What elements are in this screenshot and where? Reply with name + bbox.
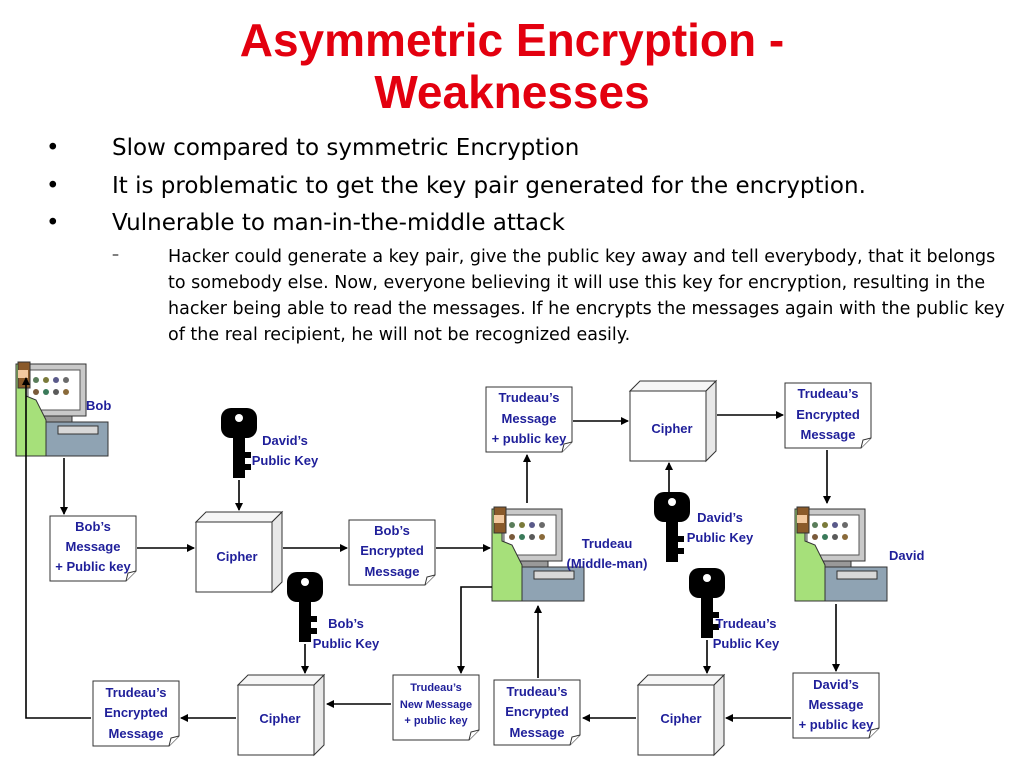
david-computer-icon <box>794 506 888 602</box>
doc-trudeau-new-message-line-2: New Message <box>400 699 472 711</box>
doc-trudeau-encrypted-top-line-2: Encrypted <box>796 407 860 422</box>
doc-trudeau-message-line-2: Message <box>502 411 557 426</box>
key-label-trudeaus-2: Public Key <box>713 636 780 651</box>
key-label-bobs-2: Public Key <box>313 636 380 651</box>
trudeau-computer-icon <box>491 506 585 602</box>
doc-david-message-line-1: David’s <box>813 677 859 692</box>
cipher-label-3: Cipher <box>259 711 300 726</box>
doc-trudeau-message-line-3: + public key <box>492 431 568 446</box>
flow-arrows <box>22 377 840 722</box>
cipher-label-4: Cipher <box>660 711 701 726</box>
bullet-marker-3: • <box>46 210 60 236</box>
slide-title-line-1: Asymmetric Encryption - <box>239 14 785 66</box>
bullet-text-3: Vulnerable to man-in-the-middle attack <box>112 210 565 236</box>
doc-bob-encrypted-line-3: Message <box>365 564 420 579</box>
trudeau-label-2: (Middle-man) <box>567 556 648 571</box>
doc-bob-encrypted-line-2: Encrypted <box>360 543 424 558</box>
bullet-marker-1: • <box>46 135 60 161</box>
cipher-label-1: Cipher <box>216 549 257 564</box>
doc-david-message-line-2: Message <box>809 697 864 712</box>
bullet-text-2: It is problematic to get the key pair ge… <box>112 173 866 199</box>
bob-label: Bob <box>86 398 111 413</box>
doc-bob-message-line-2: Message <box>66 539 121 554</box>
doc-trudeau-message-line-1: Trudeau’s <box>499 390 560 405</box>
key-icon-davids-public-key-mid <box>654 492 690 562</box>
bullet-text-1: Slow compared to symmetric Encryption <box>112 135 580 161</box>
doc-trudeau-encrypted-top-line-1: Trudeau’s <box>798 386 859 401</box>
doc-trudeau-encrypted-mid-line-2: Encrypted <box>505 704 569 719</box>
doc-david-message-line-3: + public key <box>799 717 875 732</box>
sub-bullet-marker: – <box>112 247 119 263</box>
key-label-davids-top-2: Public Key <box>252 453 319 468</box>
doc-bob-message-line-1: Bob’s <box>75 519 111 534</box>
cipher-label-2: Cipher <box>651 421 692 436</box>
key-icon-bobs-public-key <box>287 572 323 642</box>
david-label: David <box>889 548 924 563</box>
key-label-trudeaus-1: Trudeau’s <box>716 616 777 631</box>
doc-trudeau-encrypted-left-line-1: Trudeau’s <box>106 685 167 700</box>
trudeau-label-1: Trudeau <box>582 536 633 551</box>
doc-trudeau-encrypted-left-line-3: Message <box>109 726 164 741</box>
doc-bob-message-line-3: + Public key <box>55 559 131 574</box>
sub-bullet-text: Hacker could generate a key pair, give t… <box>168 247 1005 345</box>
doc-trudeau-new-message-line-3: + public key <box>404 715 468 727</box>
slide-title-line-2: Weaknesses <box>374 66 650 118</box>
key-label-davids-mid-2: Public Key <box>687 530 754 545</box>
doc-bob-encrypted-line-1: Bob’s <box>374 523 410 538</box>
key-label-davids-top-1: David’s <box>262 433 308 448</box>
doc-trudeau-encrypted-mid-line-3: Message <box>510 725 565 740</box>
doc-trudeau-encrypted-top-line-3: Message <box>801 427 856 442</box>
doc-trudeau-encrypted-left-line-2: Encrypted <box>104 705 168 720</box>
key-label-bobs-1: Bob’s <box>328 616 364 631</box>
bullet-marker-2: • <box>46 173 60 199</box>
slide-title: Asymmetric Encryption - Weaknesses <box>0 14 1024 118</box>
bullet-list: • Slow compared to symmetric Encryption … <box>0 0 1024 370</box>
key-label-davids-mid-1: David’s <box>697 510 743 525</box>
doc-trudeau-new-message-line-1: Trudeau’s <box>410 682 462 694</box>
doc-trudeau-encrypted-mid-line-1: Trudeau’s <box>507 684 568 699</box>
